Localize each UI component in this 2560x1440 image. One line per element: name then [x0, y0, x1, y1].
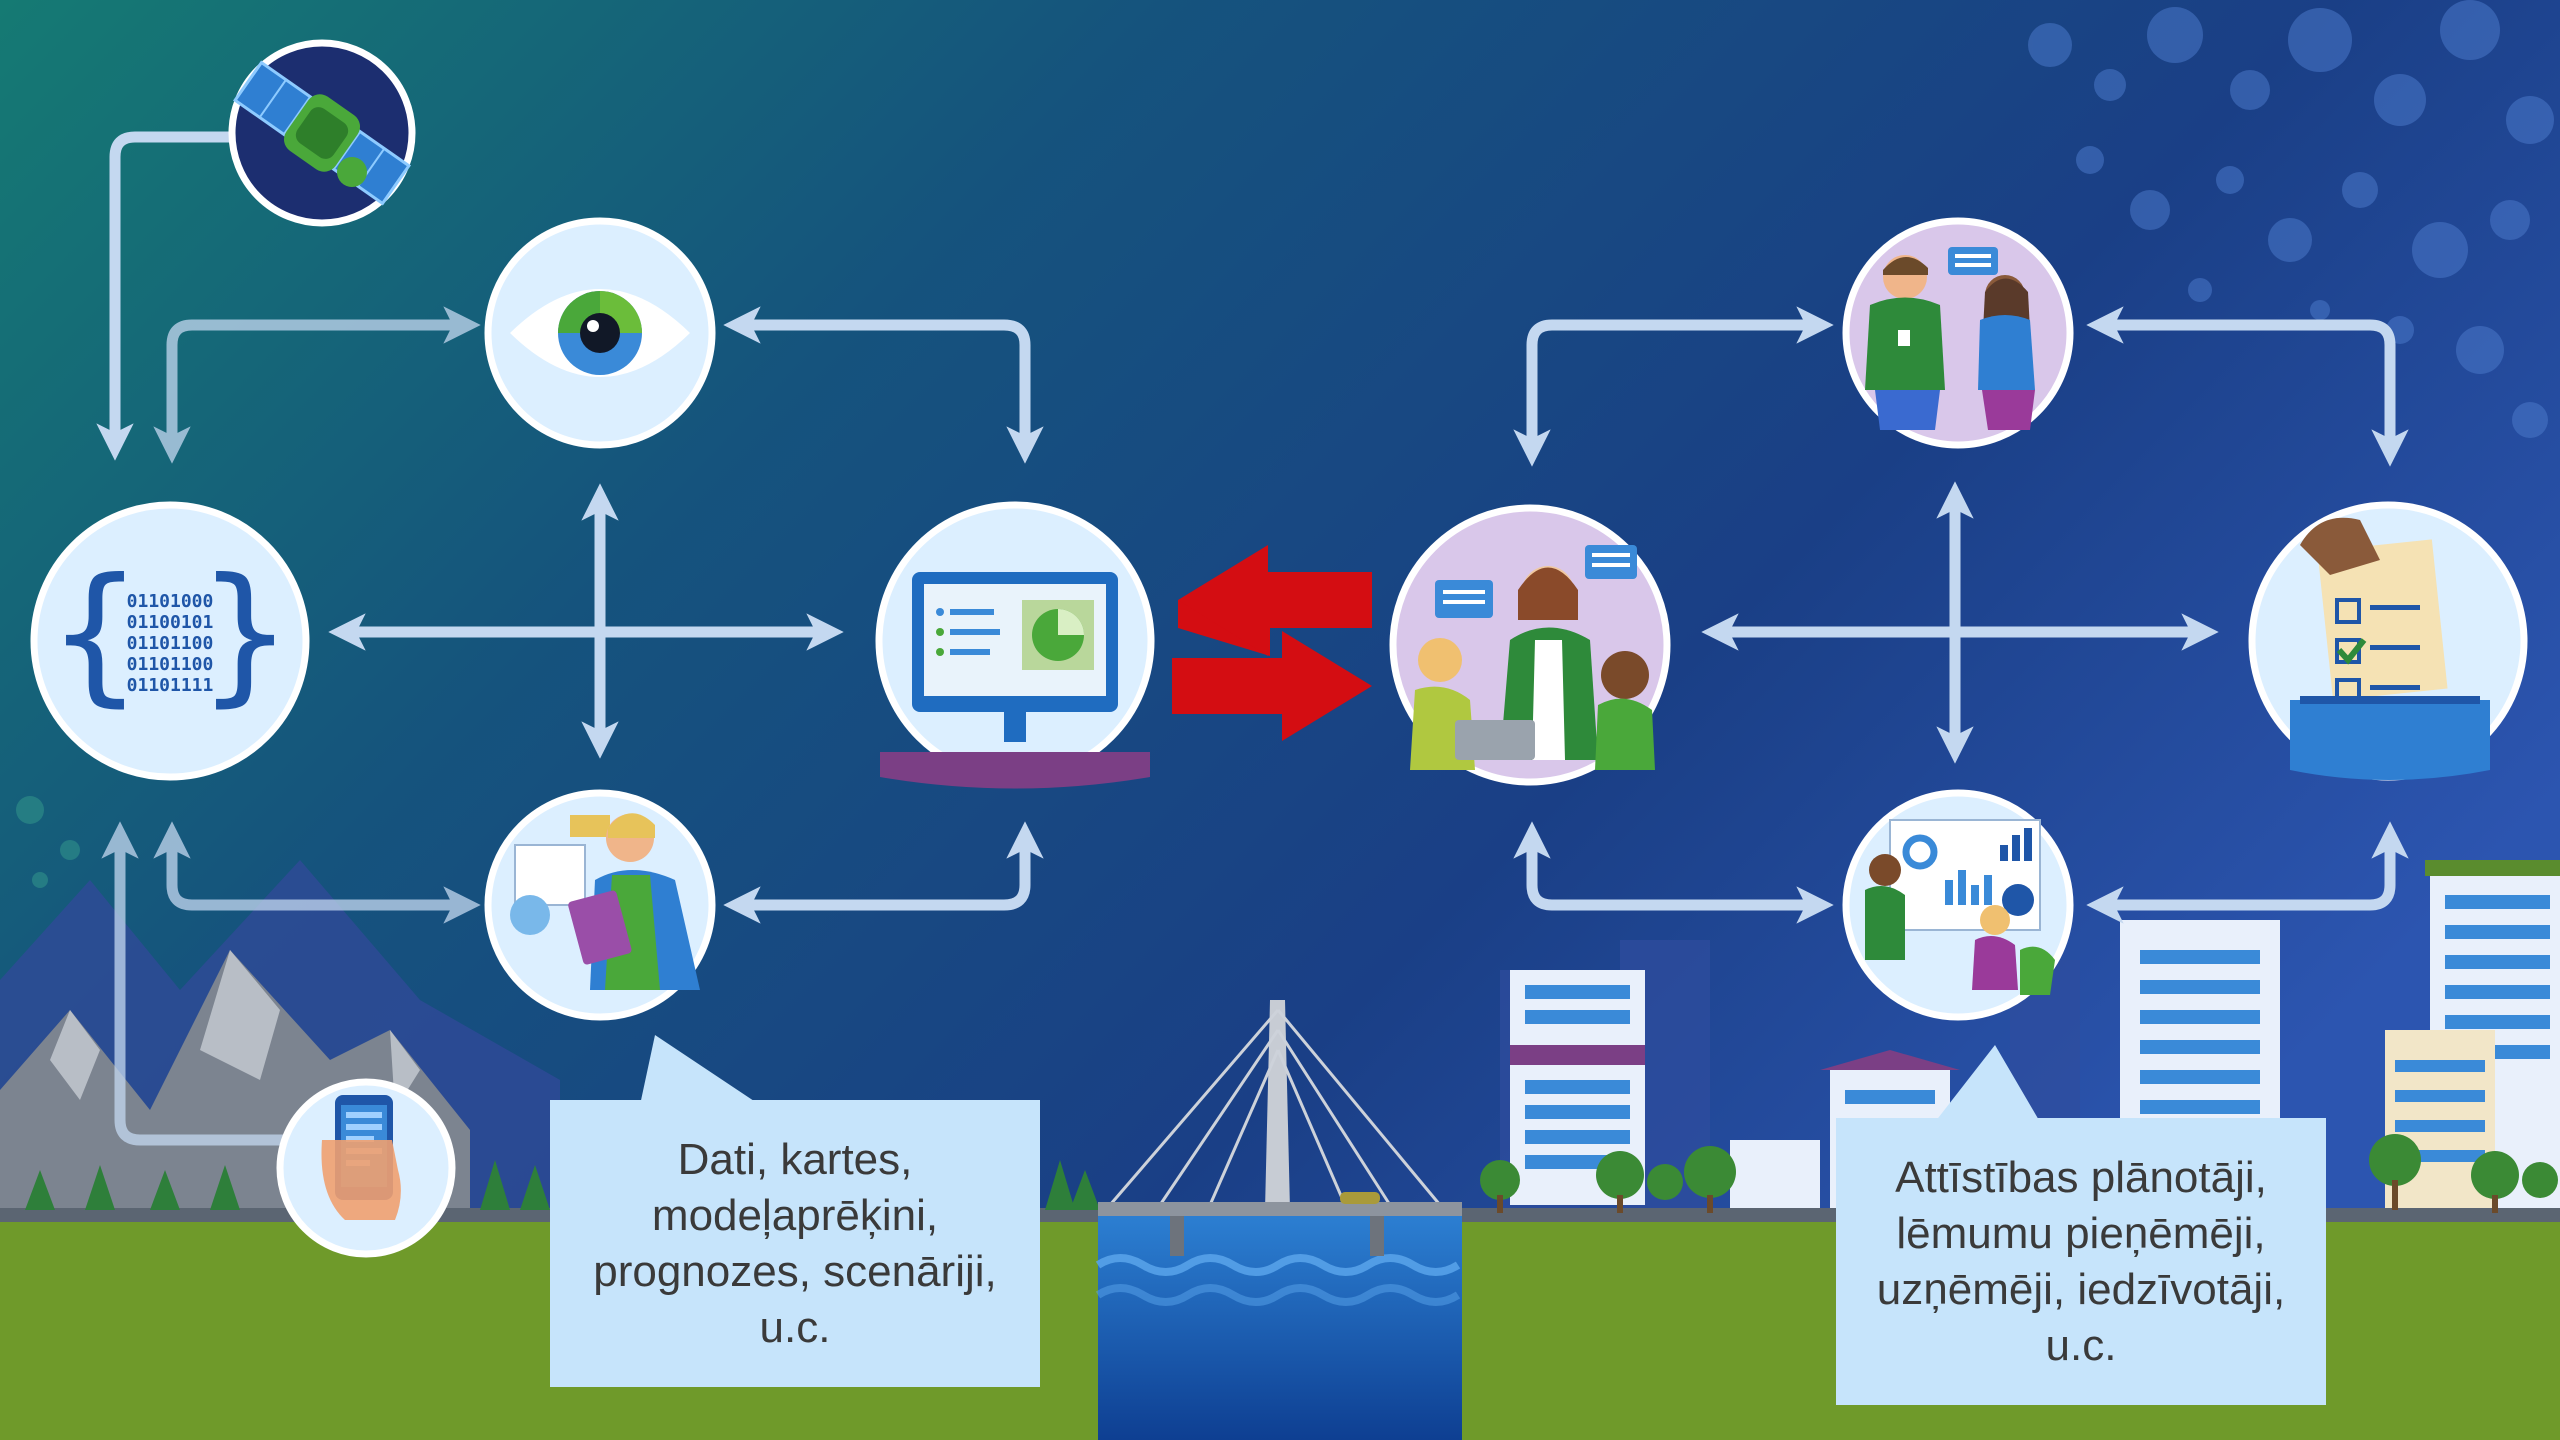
binary-row: 01101000 [127, 591, 214, 612]
callout-line: modeļaprēķini, [651, 1190, 939, 1240]
eye-icon [510, 289, 690, 377]
eye-node [484, 217, 716, 449]
exchange-arrow-left-shape [1178, 545, 1372, 656]
analyst-clipboard-icon [510, 813, 700, 990]
team-discussion-icon [1410, 545, 1655, 770]
connector-presentation-voting [2086, 821, 2409, 924]
river-waves [1095, 1254, 1461, 1306]
callout-line: Dati, kartes, [677, 1134, 913, 1184]
callout-data-outputs: Dati, kartes, modeļaprēķini, prognozes, … [550, 1100, 1040, 1387]
connectors [96, 131, 2409, 1146]
bridge [1098, 1000, 1462, 1256]
callout-line: u.c. [759, 1302, 831, 1352]
trees [25, 1134, 2558, 1213]
connector-team-presentation [1513, 821, 1834, 924]
connector-phone-data [101, 821, 298, 1146]
bokeh-decoration [2028, 0, 2554, 438]
dashboard-monitor-icon [880, 572, 1150, 789]
svg-text:{: { [50, 547, 140, 721]
connector-satellite-data [96, 131, 238, 461]
river [1098, 1215, 1462, 1440]
callout-line: u.c. [2045, 1320, 2117, 1370]
monitor-node [875, 501, 1155, 789]
binary-row: 01101100 [127, 633, 214, 654]
callout-line: Attīstības plānotāji, [1895, 1152, 2267, 1202]
callout-line: lēmumu pieņēmēji, [1896, 1208, 2266, 1258]
exchange-arrow-right-shape [1172, 631, 1372, 741]
connector-data-eye [153, 306, 481, 464]
connector-eye-monitor [723, 306, 1044, 464]
presentation-icon [1865, 819, 2055, 995]
voting-node [2248, 501, 2528, 781]
callout-line: prognozes, scenāriji, [593, 1246, 997, 1296]
connector-team-stakeholders [1513, 306, 1834, 467]
bokeh-decoration-left [16, 796, 80, 888]
svg-text:}: } [200, 547, 290, 721]
binary-row: 01101111 [127, 675, 214, 696]
satellite-node [228, 39, 416, 227]
presentation-node [1842, 789, 2074, 1021]
connector-analyst-monitor [723, 821, 1044, 924]
callout-line: uzņēmēji, iedzīvotāji, [1876, 1264, 2286, 1314]
team-node [1389, 504, 1671, 786]
binary-row: 01100101 [127, 612, 214, 633]
connector-stakeholders-voting [2086, 306, 2409, 467]
stakeholders-node [1842, 217, 2074, 449]
phone-node [276, 1078, 456, 1258]
data-node: { } 01101000 01100101 01101100 01101100 … [30, 501, 310, 781]
callout-users: Attīstības plānotāji, lēmumu pieņēmēji, … [1836, 1118, 2326, 1405]
satellite-icon [232, 60, 412, 206]
voting-ballot-icon [2290, 517, 2490, 780]
binary-row: 01101100 [127, 654, 214, 675]
callout-left-pointer [640, 1035, 760, 1105]
code-data-icon: { } 01101000 01100101 01101100 01101100 … [50, 547, 290, 721]
stakeholders-icon [1865, 247, 2035, 430]
callout-right-pointer [1935, 1045, 2040, 1122]
exchange-arrows [1172, 545, 1372, 741]
analyst-node [484, 789, 716, 1021]
connector-data-analyst [153, 821, 481, 924]
smartphone-icon [321, 1095, 401, 1220]
